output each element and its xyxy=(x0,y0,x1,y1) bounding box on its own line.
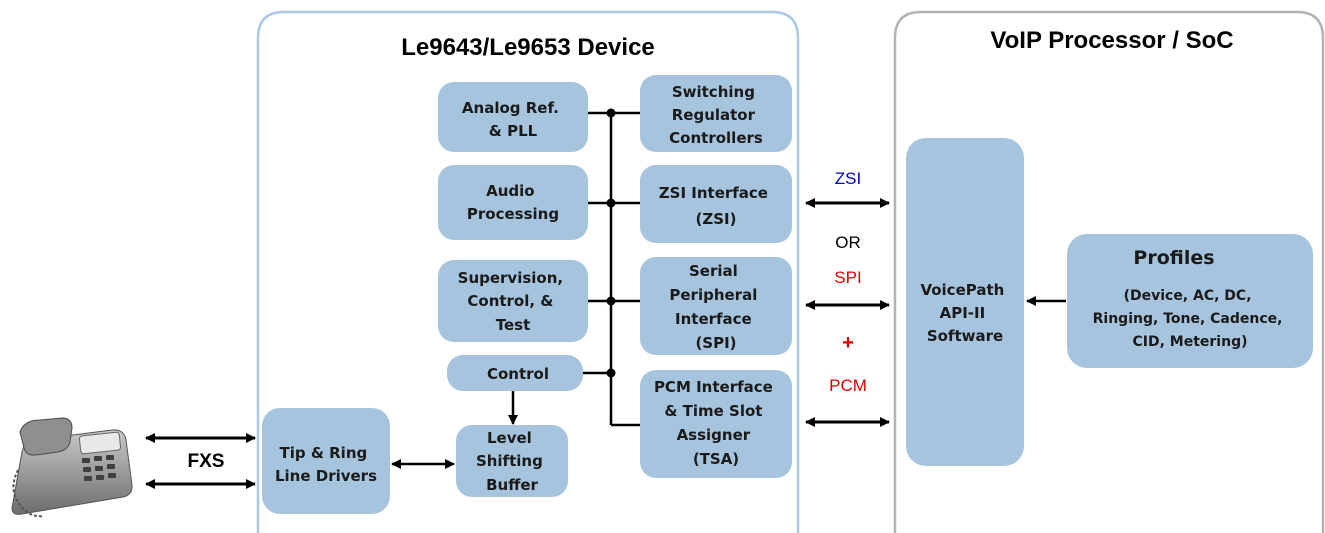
device-container xyxy=(256,10,800,533)
control-block: Control xyxy=(447,355,583,391)
serial-peripheral-interface-block: Serial Peripheral Interface (SPI) xyxy=(640,257,792,355)
svg-text:Profiles: Profiles xyxy=(1133,247,1214,269)
pcm-tsa-block: PCM Interface & Time Slot Assigner (TSA) xyxy=(640,370,792,478)
tip-ring-line-drivers-block: Tip & Ring Line Drivers xyxy=(262,408,390,514)
svg-text:Audio Processing: Audio Processing xyxy=(467,182,559,223)
svg-text:Analog Ref. & PLL: Analog Ref. & PLL xyxy=(462,99,564,140)
svg-text:(Device, AC, DC, Ringing: (Device, AC, DC, Ringing, Tone, Cadence,… xyxy=(1093,288,1288,350)
svg-text:Supervision, Control, &: Supervision, Control, & Test xyxy=(458,269,569,334)
internal-bus xyxy=(583,108,640,427)
supervision-control-test-block: Supervision, Control, & Test xyxy=(438,260,588,342)
spi-label: SPI xyxy=(834,268,861,287)
svg-text:VoicePath API-II S: VoicePath API-II Software xyxy=(920,281,1009,345)
zsi-label: ZSI xyxy=(835,169,861,188)
processor-container xyxy=(893,10,1325,533)
level-shifting-buffer-block: Level Shifting Buffer xyxy=(456,425,568,497)
svg-text:Serial Peripheral: Serial Peripheral Interface (SPI) xyxy=(669,262,762,352)
processor-title: VoIP Processor / SoC xyxy=(990,27,1233,54)
zsi-interface-block: ZSI Interface (ZSI) xyxy=(640,165,792,243)
svg-text:Level Shifting Buf: Level Shifting Buffer xyxy=(476,429,548,494)
plus-label: + xyxy=(842,332,854,354)
desk-telephone-icon xyxy=(11,417,133,518)
svg-text:Control: Control xyxy=(487,365,549,383)
or-label: OR xyxy=(835,233,861,252)
voicepath-api-block: VoicePath API-II Software xyxy=(906,138,1024,466)
svg-text:ZSI Interface (ZSI): ZSI Interface (ZSI) xyxy=(659,184,773,228)
device-title: Le9643/Le9653 Device xyxy=(401,34,655,61)
profiles-block: Profiles (Device, AC, DC, Ringing, Tone,… xyxy=(1067,234,1313,368)
svg-text:Tip & Ring Line Drivers: Tip & Ring Line Drivers xyxy=(275,444,377,485)
svg-text:Switching Regulator: Switching Regulator Controllers xyxy=(669,83,763,147)
switching-regulator-block: Switching Regulator Controllers xyxy=(640,75,792,152)
analog-ref-pll-block: Analog Ref. & PLL xyxy=(438,82,588,152)
fxs-label: FXS xyxy=(188,451,225,472)
pcm-label: PCM xyxy=(829,376,867,395)
svg-text:PCM Interface & Time Slo: PCM Interface & Time Slot Assigner (TSA) xyxy=(654,378,778,468)
audio-processing-block: Audio Processing xyxy=(438,165,588,240)
